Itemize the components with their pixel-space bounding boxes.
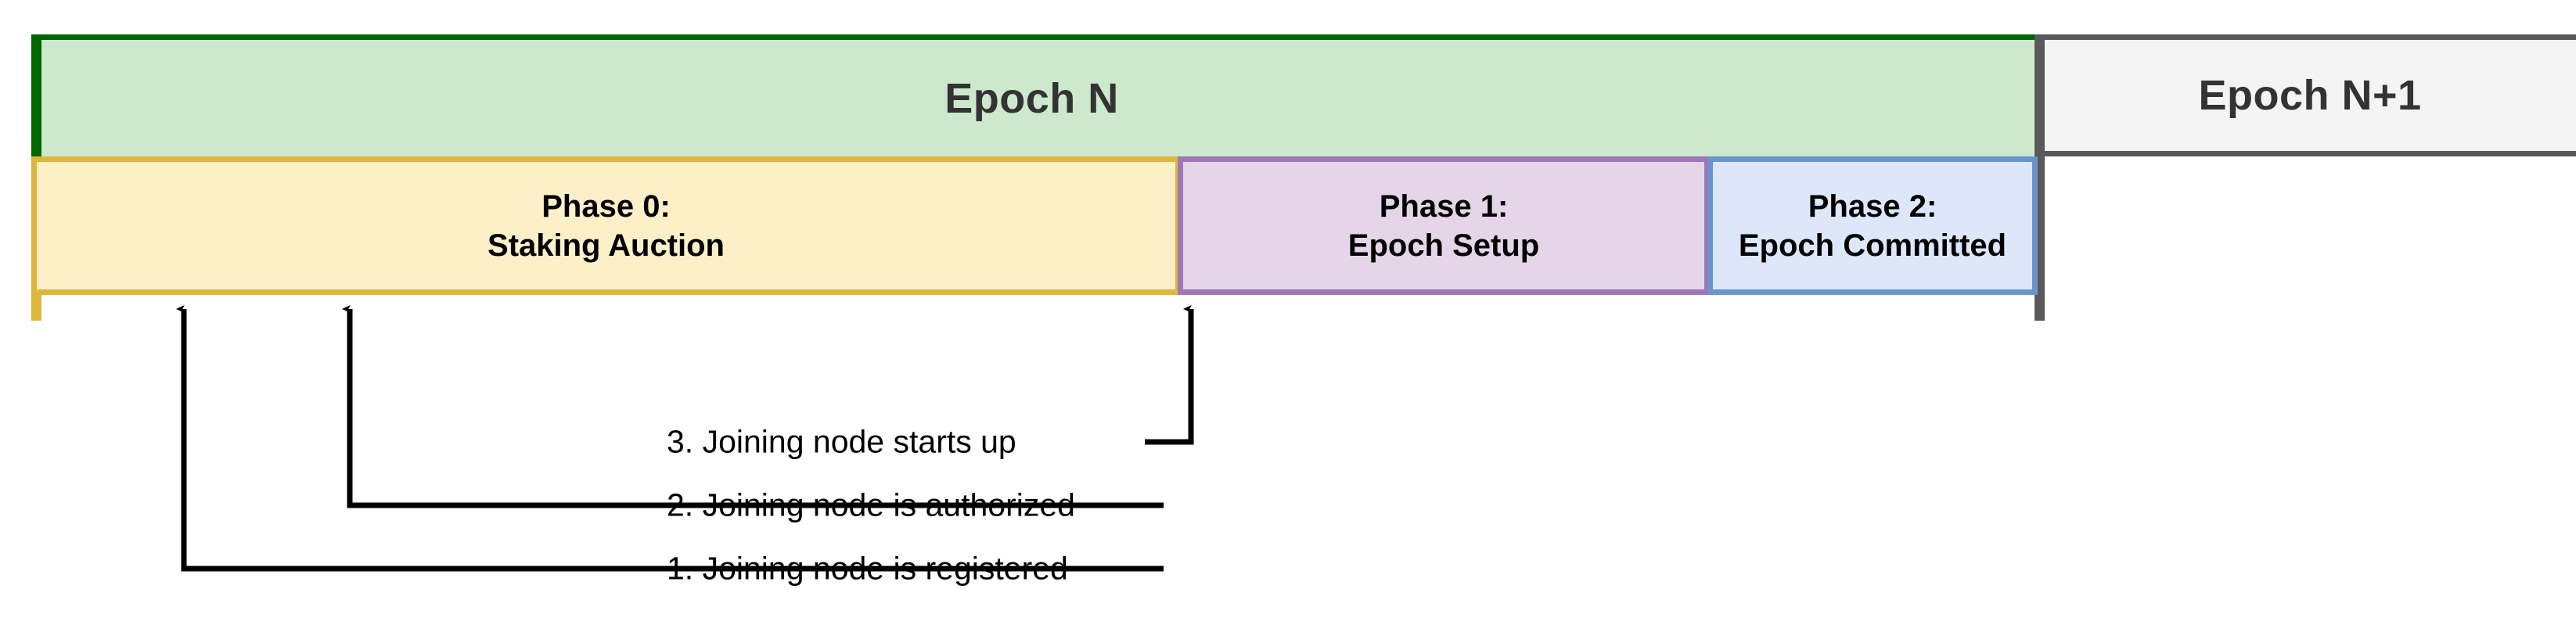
phase-1-title: Phase 1:	[1379, 189, 1509, 224]
annotation-label-1: 1. Joining node is registered	[667, 550, 1068, 587]
phase-1-subtitle: Epoch Setup	[1347, 228, 1540, 263]
annotation-label-3: 3. Joining node starts up	[667, 423, 1016, 460]
epoch-n-block: Epoch N	[31, 34, 2035, 156]
leader-line-3	[1145, 305, 1194, 445]
phase-2-title: Phase 2:	[1808, 189, 1937, 224]
phase-0-title: Phase 0:	[541, 189, 671, 224]
epoch-n-plus-1-label: Epoch N+1	[2198, 72, 2422, 119]
leader-line-2	[342, 305, 1164, 508]
phase-2-block: Phase 2: Epoch Committed	[1707, 156, 2038, 295]
phase-1-block: Phase 1: Epoch Setup	[1178, 156, 1710, 295]
phase-2-subtitle: Epoch Committed	[1738, 228, 2007, 263]
annotation-label-2: 2. Joining node is authorized	[667, 487, 1075, 523]
phase-0-block: Phase 0: Staking Auction	[31, 156, 1182, 295]
phase-0-subtitle: Staking Auction	[487, 228, 725, 263]
epoch-n-label: Epoch N	[944, 74, 1119, 122]
epoch-n-plus-1-block: Epoch N+1	[2044, 34, 2576, 156]
